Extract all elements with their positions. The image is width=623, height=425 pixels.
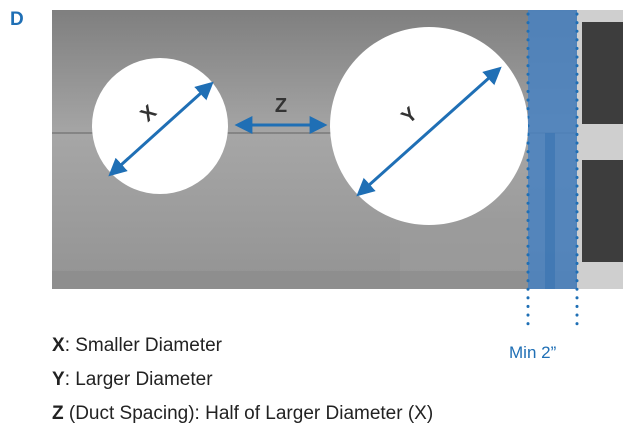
large-duct-opening	[330, 27, 528, 225]
legend-item-x: X: Smaller Diameter	[52, 335, 222, 357]
dark-tile-top	[582, 22, 623, 124]
legend-key: Z	[52, 403, 64, 424]
legend-key: Y	[52, 369, 65, 390]
wall-bottom-band	[52, 271, 623, 289]
panel-letter: D	[10, 9, 24, 30]
legend-desc: : Larger Diameter	[64, 369, 213, 390]
clearance-strip-inner	[545, 133, 555, 289]
legend-item-z: Z (Duct Spacing): Half of Larger Diamete…	[52, 403, 433, 425]
dark-tile-bottom	[582, 160, 623, 262]
min-clearance-label: Min 2”	[509, 343, 557, 362]
legend-key: X	[52, 335, 65, 356]
x-dimension-arrow	[108, 81, 214, 177]
z-label: Z	[275, 95, 287, 117]
legend-desc: : Smaller Diameter	[64, 335, 223, 356]
legend-desc: (Duct Spacing): Half of Larger Diameter …	[63, 403, 434, 424]
legend-item-y: Y: Larger Diameter	[52, 369, 213, 391]
y-dimension-arrow	[356, 66, 502, 197]
